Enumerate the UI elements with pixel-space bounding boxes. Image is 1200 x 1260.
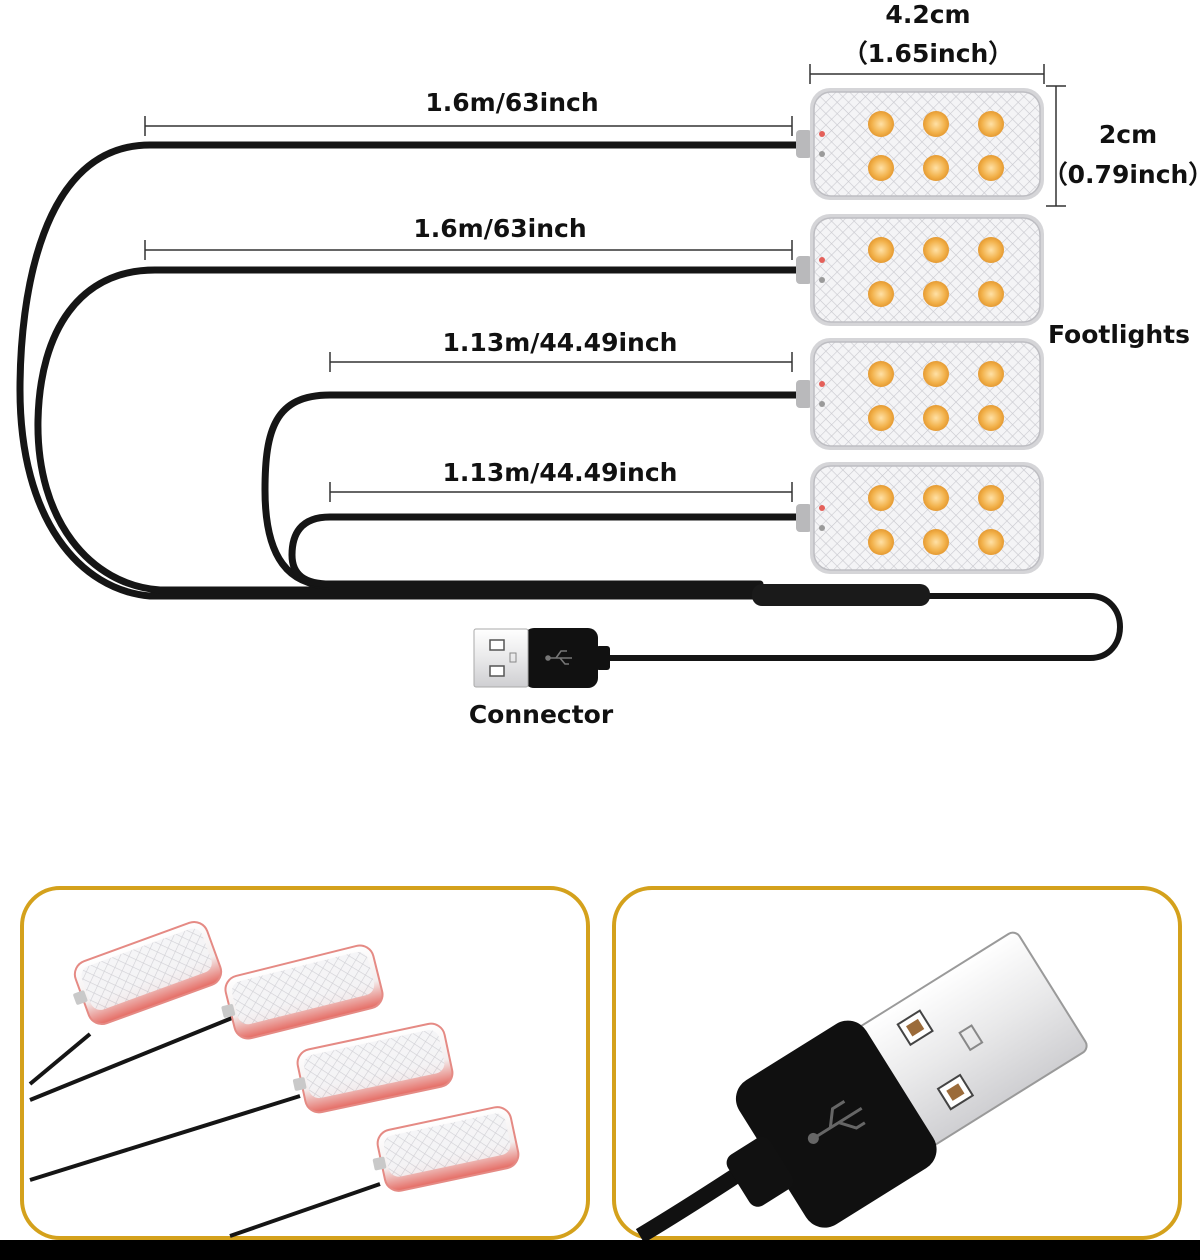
led-icon [923,529,949,555]
led-icon [923,237,949,263]
usb-photo [635,931,1088,1243]
led-icon [868,237,894,263]
led-icon [978,529,1004,555]
led-icon [868,529,894,555]
footlight-module-icon [796,338,1044,450]
led-icon [978,405,1004,431]
led-icon [923,485,949,511]
footlight-module-icon [796,88,1044,200]
footlight-modules [796,88,1044,574]
cable-length-label-3: 1.13m/44.49inch [442,328,678,357]
height-cm-label: 2cm [1098,120,1158,149]
led-icon [923,361,949,387]
cable-junction-sleeve [752,584,930,606]
cable-3 [261,391,804,590]
cable-2 [34,266,804,594]
width-inch-label: （1.65inch） [842,39,1014,68]
width-cm-label: 4.2cm [885,0,971,29]
bottom-bar [0,1240,1200,1260]
dimension-lines [144,64,1066,502]
led-icon [923,405,949,431]
footlight-photo [28,920,520,1238]
led-icon [868,111,894,137]
footlights-label: Footlights [1047,320,1191,349]
cable-length-label-4: 1.13m/44.49inch [442,458,678,487]
led-icon [923,281,949,307]
led-icon [868,155,894,181]
cable-length-label-1: 1.6m/63inch [425,88,599,117]
cables [16,141,1123,661]
led-icon [978,111,1004,137]
led-icon [868,485,894,511]
led-icon [868,405,894,431]
height-inch-label: （0.79inch） [1042,160,1200,189]
footlight-photo-item [73,920,223,1026]
led-icon [923,155,949,181]
footlight-photo-item [372,1106,520,1192]
cable-4 [288,513,804,588]
usb-symbol-icon [545,650,572,665]
led-icon [978,361,1004,387]
footlight-photo-item [221,944,384,1040]
led-icon [978,281,1004,307]
cable-length-label-2: 1.6m/63inch [413,214,587,243]
connector-label: Connector [468,700,614,729]
led-icon [923,111,949,137]
led-icon [978,485,1004,511]
usb-connector-icon [473,628,610,688]
led-icon [978,237,1004,263]
led-icon [868,361,894,387]
cable-trunk [597,593,1123,661]
footlight-photo-item [292,1022,454,1114]
footlight-module-icon [796,214,1044,326]
led-icon [868,281,894,307]
footlight-module-icon [796,462,1044,574]
cable-1 [16,141,804,600]
led-icon [978,155,1004,181]
